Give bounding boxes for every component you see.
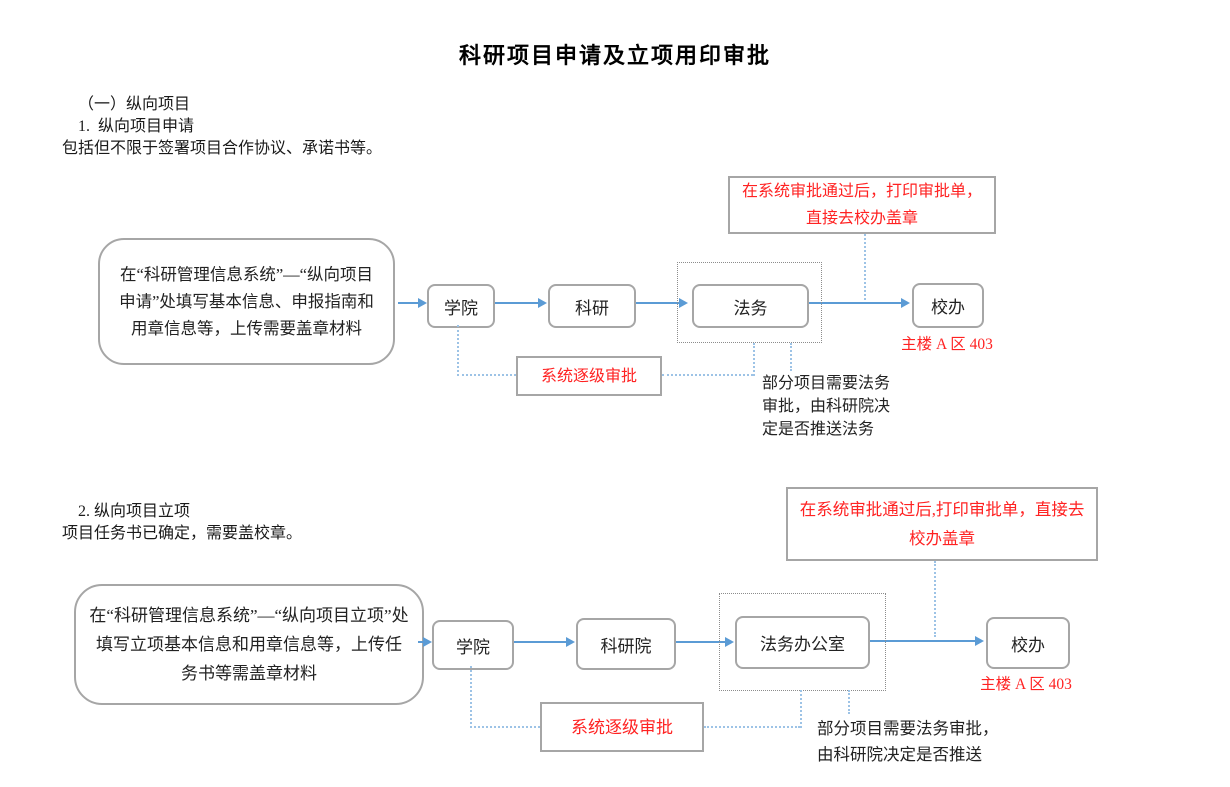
chart2-legal-note: 部分项目需要法务审批，由科研院决定是否推送 [817, 719, 999, 764]
chart2-location-note: 主楼 A 区 403 [980, 676, 1072, 693]
chart2-connector-systembox-right [704, 726, 800, 728]
item1-heading: 1. 纵向项目申请 [78, 118, 195, 135]
chart1-node-xiaoban: 校办 [912, 283, 984, 328]
chart2-connector-xueyuan-down [470, 666, 472, 728]
chart1-connector-xueyuan-down [457, 325, 459, 376]
chart2-node-fawubangongshi: 法务办公室 [735, 616, 870, 669]
chart1-connector-to-systembox [457, 374, 516, 376]
chart2-connector-to-systembox [470, 726, 540, 728]
page-title: 科研项目申请及立项用印审批 [458, 43, 771, 68]
chart1-arrow-start-to-xueyuan [398, 298, 427, 308]
chart1-arrow-fawu-to-xiaoban [807, 298, 910, 308]
chart2-system-box: 系统逐级审批 [540, 702, 704, 752]
chart2-node-keyanyuan: 科研院 [576, 618, 676, 670]
chart2-arrow-start-to-xueyuan [418, 637, 432, 647]
chart1-arrow-xueyuan-to-keyan [493, 298, 547, 308]
chart1-arrow-keyan-to-fawu [634, 298, 688, 308]
chart2-arrow-xueyuan-to-keyanyuan [512, 637, 575, 647]
chart1-connector-frame-to-note [790, 343, 792, 371]
chart1-top-note-box: 在系统审批通过后，打印审批单，直接去校办盖章 [728, 176, 996, 234]
chart2-node-xueyuan: 学院 [432, 620, 514, 670]
chart1-system-box: 系统逐级审批 [516, 356, 662, 396]
chart1-optional-step-frame [677, 262, 822, 343]
item1-description: 包括但不限于签署项目合作协议、承诺书等。 [62, 140, 383, 157]
item2-heading: 2. 纵向项目立项 [78, 503, 191, 520]
chart1-connector-up-to-frame [753, 343, 755, 376]
chart1-node-fawu: 法务 [692, 284, 809, 328]
item2-description: 项目任务书已确定，需要盖校章。 [62, 525, 303, 542]
chart2-connector-frame-to-note [848, 690, 850, 714]
chart1-legal-note: 部分项目需要法务审批，由科研院决定是否推送法务 [762, 375, 891, 438]
chart2-connector-up-to-frame [800, 690, 802, 728]
chart1-location-note: 主楼 A 区 403 [901, 336, 993, 353]
chart1-node-xueyuan: 学院 [427, 284, 495, 328]
section-heading: （一）纵向项目 [78, 96, 191, 113]
chart2-arrow-fawu-to-xiaoban [868, 636, 984, 646]
chart2-top-note-box: 在系统审批通过后,打印审批单，直接去校办盖章 [786, 487, 1098, 561]
chart1-connector-systembox-right [662, 374, 753, 376]
chart2-start-box: 在“科研管理信息系统”—“纵向项目立项”处填写立项基本信息和用章信息等，上传任务… [74, 584, 424, 705]
chart2-optional-step-frame [719, 593, 886, 691]
chart1-start-box: 在“科研管理信息系统”—“纵向项目申请”处填写基本信息、申报指南和用章信息等，上… [98, 238, 395, 365]
chart2-arrow-keyanyuan-to-fawu [674, 637, 734, 647]
chart2-note-connector-line [934, 561, 936, 637]
chart2-node-xiaoban: 校办 [986, 617, 1070, 669]
chart1-node-keyan: 科研 [548, 284, 636, 328]
chart1-note-connector-line [864, 234, 866, 300]
